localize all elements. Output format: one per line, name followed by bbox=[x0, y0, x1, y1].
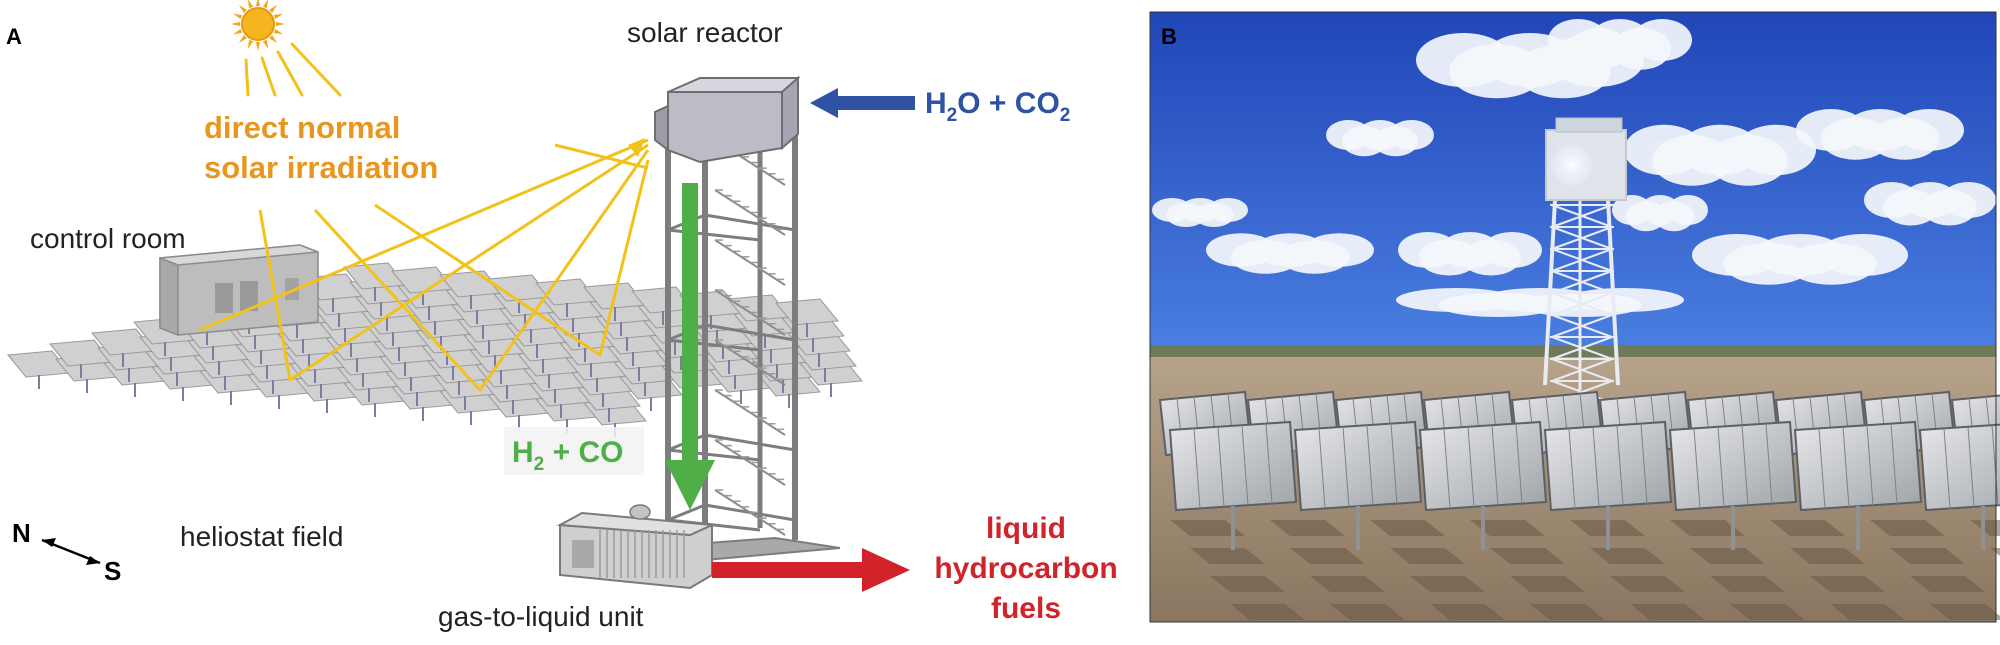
input-feed-arrow bbox=[810, 88, 915, 118]
syngas-arrow bbox=[665, 183, 715, 510]
label-irradiation-line2: solar irradiation bbox=[204, 150, 438, 185]
reactor-glow bbox=[1550, 143, 1594, 187]
panel-b-photo: B bbox=[1149, 11, 2000, 623]
panel-a: A bbox=[6, 0, 1118, 632]
cloud-layer bbox=[1152, 19, 1996, 317]
reflected-rays bbox=[199, 138, 650, 392]
label-gas-to-liquid: gas-to-liquid unit bbox=[438, 601, 644, 632]
label-heliostat-field: heliostat field bbox=[180, 521, 343, 552]
sun-icon bbox=[231, 0, 285, 51]
photo-heliostats bbox=[1158, 390, 2000, 550]
ray-arrowhead bbox=[628, 138, 645, 157]
label-fuels-line1: liquid bbox=[986, 512, 1066, 545]
compass-s: S bbox=[104, 556, 121, 586]
sun-rays bbox=[244, 42, 342, 97]
gas-to-liquid-container bbox=[556, 504, 716, 590]
label-fuels-line2: hydrocarbon bbox=[934, 552, 1117, 585]
label-syngas: H2 + CO bbox=[512, 436, 623, 475]
label-input-feed: H2O + CO2 bbox=[925, 87, 1070, 126]
ground-shadows bbox=[1170, 520, 2000, 620]
fuel-output-arrow bbox=[712, 548, 910, 592]
label-irradiation-line1: direct normal bbox=[204, 110, 400, 145]
panel-b-letter: B bbox=[1161, 24, 1177, 49]
label-control-room: control room bbox=[30, 223, 186, 254]
compass-n: N bbox=[12, 518, 31, 548]
compass-arrow-icon bbox=[41, 538, 101, 565]
label-solar-reactor: solar reactor bbox=[627, 17, 783, 48]
heliostat-field-graphic bbox=[7, 262, 863, 437]
label-fuels-line3: fuels bbox=[991, 592, 1061, 625]
panel-a-letter: A bbox=[6, 24, 22, 49]
solar-reactor-housing bbox=[654, 75, 801, 164]
syngas-label-bg bbox=[504, 427, 644, 475]
